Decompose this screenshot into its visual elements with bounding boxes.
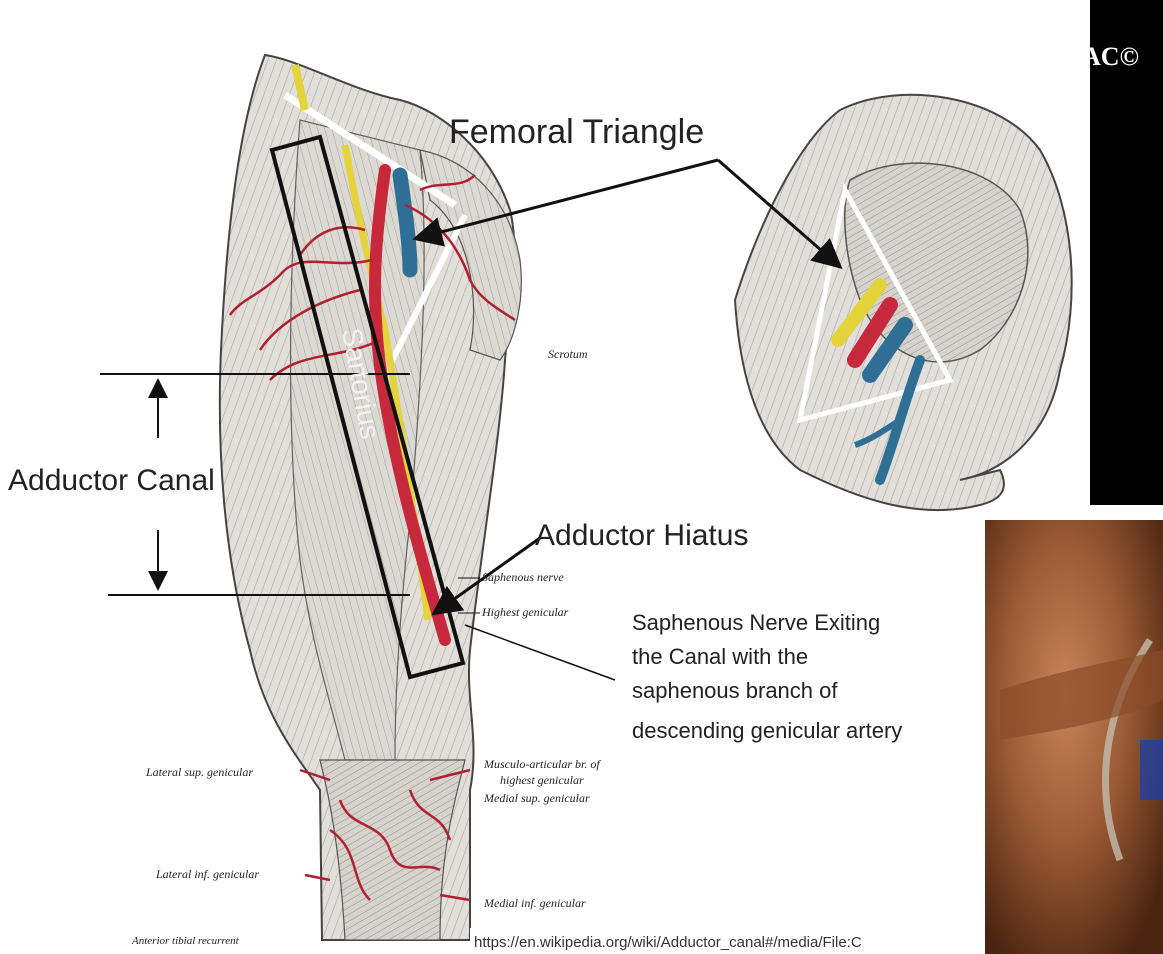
ultrasound-photo (985, 520, 1163, 954)
saphenous-exit-line-2: the Canal with the (632, 644, 808, 669)
lateral-sup-genicular-label: Lateral sup. genicular (145, 765, 253, 779)
highest-genicular-label: Highest genicular (481, 605, 569, 619)
black-side-panel (1090, 0, 1163, 505)
adductor-hiatus-label: Adductor Hiatus (535, 519, 748, 552)
source-url: https://en.wikipedia.org/wiki/Adductor_c… (474, 934, 862, 951)
anterior-tibial-recurrent-label: Anterior tibial recurrent (131, 935, 240, 947)
musculo-articular-label-2: highest genicular (500, 773, 584, 787)
saphenous-exit-line-4: descending genicular artery (632, 718, 902, 743)
femoral-triangle-inset (735, 95, 1072, 510)
femoral-triangle-label: Femoral Triangle (449, 113, 704, 151)
saphenous-exit-line-3: saphenous branch of (632, 678, 838, 703)
adductor-canal-label: Adductor Canal (8, 464, 215, 497)
saphenous-exit-label: Saphenous Nerve Exiting the Canal with t… (632, 610, 902, 743)
saphenous-pointer-line (465, 625, 615, 680)
medial-sup-genicular-label: Medial sup. genicular (483, 791, 590, 805)
medial-inf-genicular-label: Medial inf. genicular (483, 896, 586, 910)
saphenous-nerve-label: Saphenous nerve (482, 570, 564, 584)
scrotum-label: Scrotum (548, 347, 588, 361)
musculo-articular-label-1: Musculo-articular br. of (483, 757, 601, 771)
lateral-inf-genicular-label: Lateral inf. genicular (155, 867, 259, 881)
saphenous-exit-line-1: Saphenous Nerve Exiting (632, 610, 880, 635)
watermark-text: AC© (1082, 42, 1139, 71)
thigh-illustration (220, 55, 521, 940)
